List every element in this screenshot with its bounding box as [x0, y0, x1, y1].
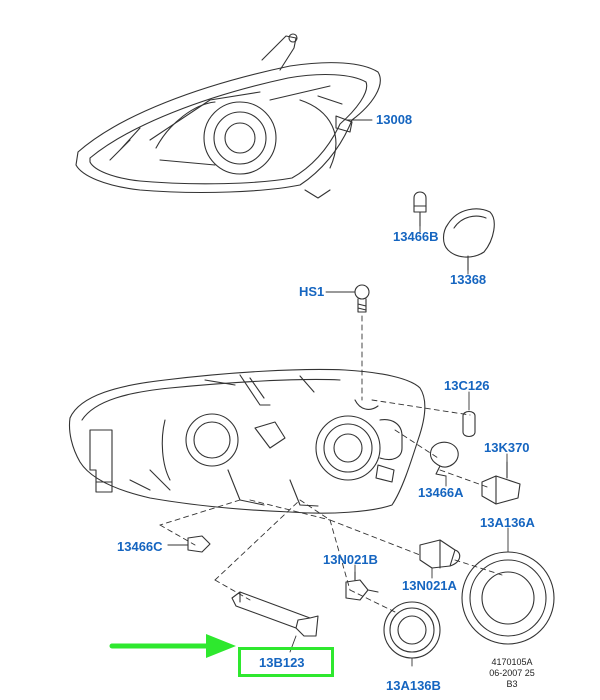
highlight-box-13b123: [238, 647, 334, 677]
drawing-ref-date: 06-2007 25: [489, 668, 535, 678]
part-label-13466b[interactable]: 13466B: [393, 229, 439, 244]
bulb-13n021a-drawing: [419, 539, 461, 569]
bulb-13466c-drawing: [167, 535, 211, 553]
part-label-13466c[interactable]: 13466C: [117, 539, 163, 554]
part-label-13a136b[interactable]: 13A136B: [386, 678, 441, 693]
side-marker-drawing: [413, 191, 495, 271]
part-label-hs1[interactable]: HS1: [299, 284, 325, 299]
bulb-holder-13k370-drawing: [481, 461, 521, 505]
bulb-13c126-drawing: [462, 410, 476, 438]
part-label-13008[interactable]: 13008: [376, 112, 413, 127]
drawing-ref-sheet: B3: [506, 679, 518, 689]
bulb-13466a-drawing: [429, 441, 459, 477]
part-label-13b123[interactable]: 13B123: [259, 655, 305, 670]
headlamp-housing-rear-drawing: [68, 368, 426, 514]
drawing-ref-number: 4170105A: [491, 657, 533, 667]
part-label-13466a[interactable]: 13466A: [418, 485, 464, 500]
part-label-13368[interactable]: 13368: [450, 272, 487, 287]
part-label-13n021a[interactable]: 13N021A: [402, 578, 457, 593]
part-label-13n021b[interactable]: 13N021B: [323, 552, 378, 567]
cover-13a136a-drawing: [461, 551, 555, 645]
highlight-arrow: [109, 634, 236, 658]
leader-lines-solid: [167, 119, 509, 667]
cover-13a136b-drawing: [383, 601, 441, 659]
part-label-13c126[interactable]: 13C126: [444, 378, 490, 393]
headlamp-assembly-drawing: [75, 33, 381, 199]
bulb-13n021b-drawing: [345, 571, 379, 601]
leader-lines-dashed: [159, 315, 503, 613]
part-label-13a136a[interactable]: 13A136A: [480, 515, 535, 530]
drawing-reference: 4170105A 06-2007 25 B3: [482, 657, 542, 690]
bracket-13b123-drawing: [231, 591, 319, 637]
screw-hs1-drawing: [354, 284, 370, 313]
part-label-13k370[interactable]: 13K370: [484, 440, 530, 455]
